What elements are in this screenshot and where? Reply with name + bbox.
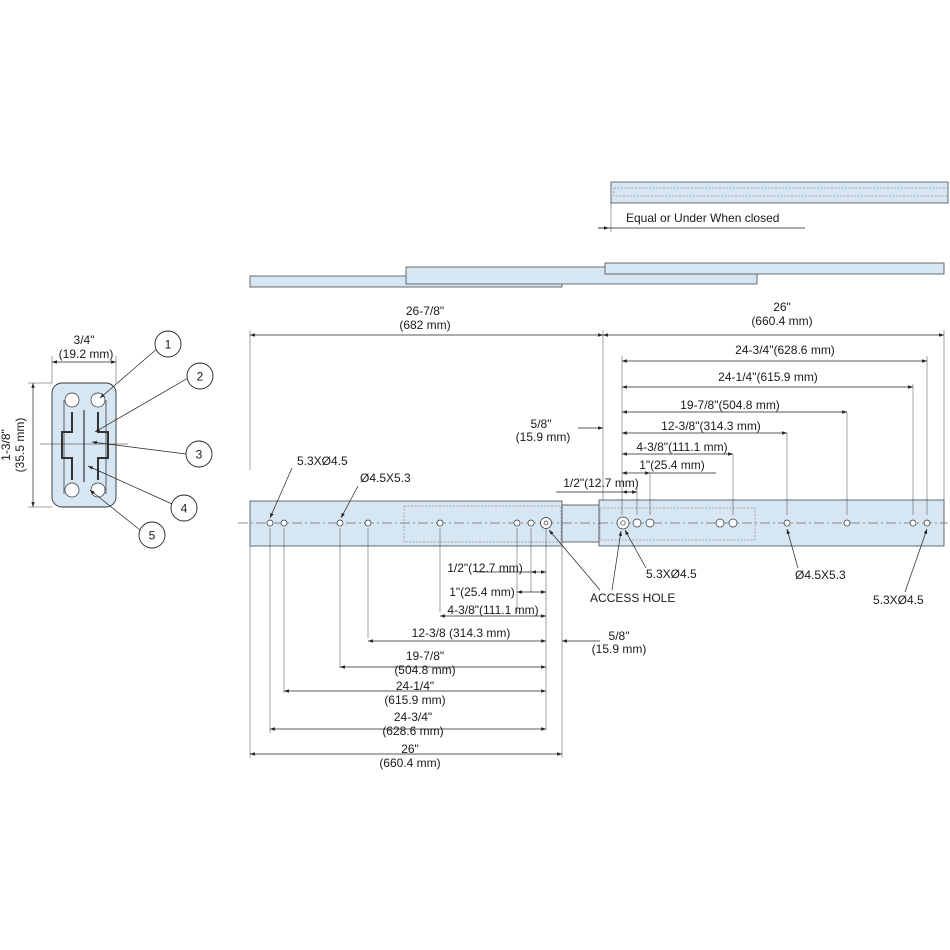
top-dim-label: 24-3/4"(628.6 mm) [735, 343, 835, 357]
svg-text:3: 3 [196, 448, 203, 462]
closed-note: Equal or Under When closed [626, 211, 779, 225]
mount-hole [715, 518, 725, 528]
bottom-dim-mm: (660.4 mm) [379, 756, 440, 770]
offset-bottom-mm: (15.9 mm) [592, 642, 647, 656]
slide-length-in: 26" [773, 300, 791, 314]
bottom-dim-mm: (504.8 mm) [394, 663, 455, 677]
profile-width-in: 3/4" [74, 333, 95, 347]
hole-label-access: ACCESS HOLE [590, 591, 675, 605]
callout-1: 1 [154, 330, 182, 358]
hole-label-right-round: Ø4.5X5.3 [795, 568, 846, 582]
profile-width-mm: (19.2 mm) [59, 347, 114, 361]
top-dim-label: 19-7/8"(504.8 mm) [680, 398, 780, 412]
profile-height-mm: (35.5 mm) [13, 418, 27, 473]
callout-4: 4 [170, 494, 198, 522]
hole-labels: 5.3XØ4.5 Ø4.5X5.3 5.3XØ4.5 ACCESS HOLE Ø… [269, 454, 928, 607]
total-extension-in: 26-7/8" [406, 304, 444, 318]
bottom-dim-in: 24-3/4" [394, 710, 432, 724]
bottom-dim-in: 19-7/8" [406, 649, 444, 663]
offset-top-mm: (15.9 mm) [516, 430, 571, 444]
mount-hole [645, 518, 655, 528]
bottom-hole-dims: 1/2"(12.7 mm) 1"(25.4 mm) 4-3/8"(111.1 m… [249, 528, 647, 770]
mount-hole [266, 519, 274, 527]
callout-3: 3 [185, 440, 213, 468]
bottom-dim-label: 12-3/8 (314.3 mm) [412, 626, 511, 640]
slide-length-mm: (660.4 mm) [751, 314, 812, 328]
top-dim-label: 24-1/4"(615.9 mm) [718, 370, 818, 384]
profile-inner-channel [63, 400, 107, 494]
top-dim-label: 12-3/8"(314.3 mm) [661, 419, 761, 433]
rail-side-view [238, 499, 948, 547]
mount-hole [280, 519, 288, 527]
mount-hole [909, 519, 917, 527]
overall-dims: 26-7/8" (682 mm) 26" (660.4 mm) [249, 300, 945, 500]
profile-ball [90, 482, 106, 498]
top-dim-label: 1"(25.4 mm) [639, 458, 705, 472]
svg-text:5: 5 [149, 529, 156, 543]
svg-text:4: 4 [181, 502, 188, 516]
profile-view: 3/4" (19.2 mm) 1-3/8" (35.5 mm) 1 2 3 4 [0, 330, 214, 549]
top-dim-label: 1/2"(12.7 mm) [563, 476, 639, 490]
mount-hole [728, 518, 738, 528]
bottom-dim-in: 26" [401, 742, 419, 756]
svg-text:1: 1 [165, 338, 172, 352]
hole-label-mid-slot: 5.3XØ4.5 [646, 567, 697, 581]
mount-hole [527, 519, 535, 527]
mount-hole [336, 519, 344, 527]
closed-view: Equal or Under When closed [598, 181, 949, 232]
bottom-dim-label: 4-3/8"(111.1 mm) [447, 603, 538, 617]
offset-bottom-in: 5/8" [609, 629, 630, 643]
profile-ball [64, 392, 80, 408]
profile-ball [64, 482, 80, 498]
mount-hole [923, 519, 931, 527]
svg-text:2: 2 [197, 370, 204, 384]
mount-hole [364, 519, 372, 527]
hole-label-left-slot: 5.3XØ4.5 [297, 454, 348, 468]
offset-top-in: 5/8" [531, 417, 552, 431]
mount-hole [436, 519, 444, 527]
bottom-dim-label: 1"(25.4 mm) [449, 585, 515, 599]
extended-inner-member [604, 262, 945, 275]
mount-hole [513, 519, 521, 527]
hole-label-left-round: Ø4.5X5.3 [360, 471, 411, 485]
outer-rail [249, 500, 563, 547]
callout-2: 2 [186, 362, 214, 390]
bottom-dim-in: 24-1/4" [396, 679, 434, 693]
top-hole-dims: 24-3/4"(628.6 mm) 24-1/4"(615.9 mm) 19-7… [516, 343, 928, 515]
bottom-dim-mm: (615.9 mm) [384, 693, 445, 707]
top-dim-label: 4-3/8"(111.1 mm) [636, 440, 727, 454]
hole-label-right-slot: 5.3XØ4.5 [873, 593, 924, 607]
callout-5: 5 [138, 521, 166, 549]
bottom-dim-mm: (628.6 mm) [382, 724, 443, 738]
mount-hole [783, 519, 791, 527]
closed-rail [610, 181, 949, 204]
extended-view [249, 262, 945, 288]
bottom-dim-label: 1/2"(12.7 mm) [447, 561, 523, 575]
mount-hole [843, 519, 851, 527]
profile-height-in: 1-3/8" [0, 429, 13, 461]
total-extension-mm: (682 mm) [399, 318, 450, 332]
mount-hole [632, 518, 642, 528]
